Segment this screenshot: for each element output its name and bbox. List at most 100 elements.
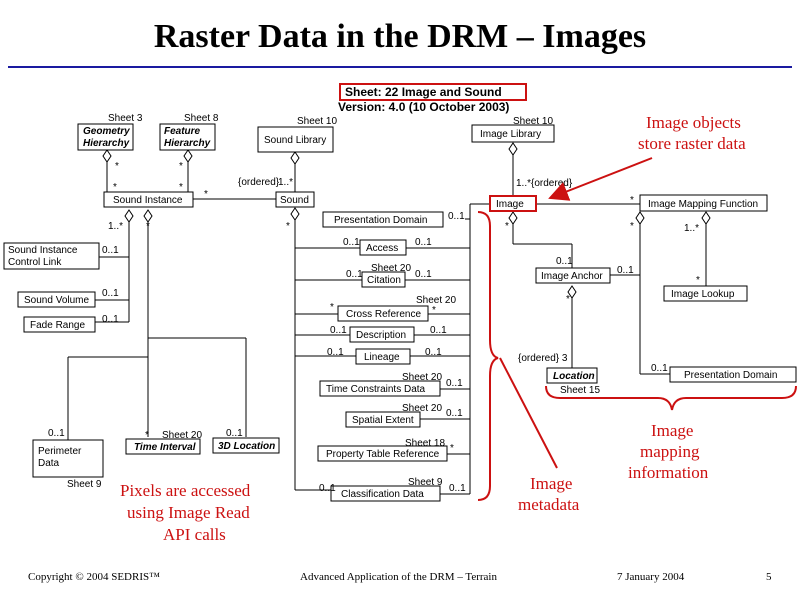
svg-text:*: * xyxy=(115,161,119,172)
svg-text:0..1: 0..1 xyxy=(330,325,347,336)
svg-text:Image: Image xyxy=(496,199,524,210)
class-time-interval: Time Interval xyxy=(125,438,201,455)
title-rule xyxy=(8,66,792,68)
class-image: Image xyxy=(489,195,537,212)
svg-text:Lineage: Lineage xyxy=(364,352,400,363)
slide-title: Raster Data in the DRM – Images xyxy=(153,18,647,55)
svg-text:0..1: 0..1 xyxy=(327,347,344,358)
svg-text:using Image Read: using Image Read xyxy=(127,503,250,522)
svg-text:0..1: 0..1 xyxy=(448,211,465,222)
class-sound-volume: Sound Volume xyxy=(17,291,96,308)
svg-text:Presentation Domain: Presentation Domain xyxy=(334,215,427,226)
svg-text:*: * xyxy=(432,305,436,316)
svg-text:Sheet 18: Sheet 18 xyxy=(405,438,445,449)
svg-text:Sheet 10: Sheet 10 xyxy=(297,116,337,127)
svg-text:0..1: 0..1 xyxy=(346,269,363,280)
svg-text:Hierarchy: Hierarchy xyxy=(83,138,130,149)
svg-text:Property Table Reference: Property Table Reference xyxy=(326,449,440,460)
svg-text:Sound Instance: Sound Instance xyxy=(113,195,183,206)
class-image-mapping-function: Image Mapping Function xyxy=(639,194,768,212)
svg-text:0..1: 0..1 xyxy=(617,265,634,276)
class-sound: Sound xyxy=(275,191,315,208)
aggregation-diamonds xyxy=(102,142,711,299)
class-property-table-reference: Property Table Reference xyxy=(317,445,448,462)
class-citation: Citation xyxy=(361,271,406,288)
svg-text:*: * xyxy=(696,275,700,286)
svg-text:Cross Reference: Cross Reference xyxy=(346,309,421,320)
annotation-image-mapping: Image mapping information xyxy=(545,385,797,482)
svg-text:Sound Library: Sound Library xyxy=(264,135,326,146)
svg-text:Classification Data: Classification Data xyxy=(341,489,424,500)
svg-text:Image Library: Image Library xyxy=(480,129,541,140)
svg-text:Presentation Domain: Presentation Domain xyxy=(684,370,777,381)
svg-text:Sound: Sound xyxy=(280,195,309,206)
annotation-image-metadata: Image metadata xyxy=(477,211,580,514)
class-location: Location xyxy=(546,367,598,384)
class-presentation-domain: Presentation Domain xyxy=(322,211,444,228)
svg-text:Sound Instance: Sound Instance xyxy=(8,245,78,256)
svg-text:Geometry: Geometry xyxy=(83,126,130,137)
svg-text:0..1: 0..1 xyxy=(226,428,243,439)
svg-text:1..*: 1..* xyxy=(684,223,699,234)
svg-text:Image objects: Image objects xyxy=(646,113,741,132)
svg-text:0..1: 0..1 xyxy=(48,428,65,439)
sheet-header-highlight xyxy=(339,83,527,101)
svg-text:0..1: 0..1 xyxy=(415,269,432,280)
svg-text:3D Location: 3D Location xyxy=(218,441,275,452)
svg-text:*: * xyxy=(145,430,149,441)
svg-text:Sheet 20: Sheet 20 xyxy=(402,372,442,383)
svg-text:Description: Description xyxy=(356,330,406,341)
svg-text:0..1: 0..1 xyxy=(651,363,668,374)
svg-text:Sound Volume: Sound Volume xyxy=(24,295,89,306)
svg-text:*: * xyxy=(146,221,150,232)
svg-text:Location: Location xyxy=(553,371,595,382)
class-spatial-extent: Spatial Extent xyxy=(345,411,421,428)
svg-text:Fade Range: Fade Range xyxy=(30,320,85,331)
svg-text:metadata: metadata xyxy=(518,495,580,514)
svg-text:0..1: 0..1 xyxy=(343,237,360,248)
svg-text:1..*{ordered}: 1..*{ordered} xyxy=(516,178,573,189)
footer-page-number: 5 xyxy=(766,571,772,583)
class-presentation-domain-2: Presentation Domain xyxy=(669,366,797,383)
class-classification-data: Classification Data xyxy=(330,485,441,502)
svg-text:Citation: Citation xyxy=(367,275,401,286)
class-sound-library: Sound Library xyxy=(257,126,334,153)
svg-text:Perimeter: Perimeter xyxy=(38,446,82,457)
class-feature-hierarchy: Feature Hierarchy xyxy=(159,123,216,151)
svg-text:Sheet 3: Sheet 3 xyxy=(108,113,143,124)
class-3d-location: 3D Location xyxy=(212,437,280,454)
svg-text:*: * xyxy=(286,221,290,232)
svg-text:0..1: 0..1 xyxy=(425,347,442,358)
annotation-image-objects: Image objects store raster data xyxy=(548,113,746,201)
svg-text:store raster data: store raster data xyxy=(638,134,746,153)
svg-text:mapping: mapping xyxy=(640,442,700,461)
svg-text:Image Mapping Function: Image Mapping Function xyxy=(648,199,758,210)
svg-text:*: * xyxy=(630,221,634,232)
svg-text:Sheet 9: Sheet 9 xyxy=(408,477,443,488)
svg-text:{ordered} 3: {ordered} 3 xyxy=(518,353,568,364)
svg-text:Sheet 8: Sheet 8 xyxy=(184,113,219,124)
svg-text:*: * xyxy=(113,182,117,193)
svg-text:Access: Access xyxy=(366,243,398,254)
svg-text:information: information xyxy=(628,463,709,482)
svg-text:0..1: 0..1 xyxy=(446,408,463,419)
svg-text:Sheet 20: Sheet 20 xyxy=(371,263,411,274)
svg-text:Pixels are accessed: Pixels are accessed xyxy=(120,481,251,500)
svg-text:Feature: Feature xyxy=(164,126,201,137)
svg-text:1..*: 1..* xyxy=(108,221,123,232)
sheet-references: Sheet 3 Sheet 8 Sheet 10 Sheet 10 Sheet … xyxy=(67,113,600,490)
class-description: Description xyxy=(349,326,415,343)
svg-text:Sheet 9: Sheet 9 xyxy=(67,479,102,490)
class-fade-range: Fade Range xyxy=(23,316,96,333)
footer-date: 7 January 2004 xyxy=(617,571,685,583)
svg-text:Control Link: Control Link xyxy=(8,257,62,268)
version-header: Version: 4.0 (10 October 2003) xyxy=(338,100,509,114)
svg-text:0..1: 0..1 xyxy=(415,237,432,248)
svg-text:{ordered}: {ordered} xyxy=(238,177,280,188)
class-sound-instance-control-link: Sound Instance Control Link xyxy=(3,242,100,270)
svg-text:Time Interval: Time Interval xyxy=(134,442,196,453)
svg-text:*: * xyxy=(179,182,183,193)
svg-text:*: * xyxy=(630,195,634,206)
sheet-header: Sheet: 22 Image and Sound xyxy=(345,85,502,99)
